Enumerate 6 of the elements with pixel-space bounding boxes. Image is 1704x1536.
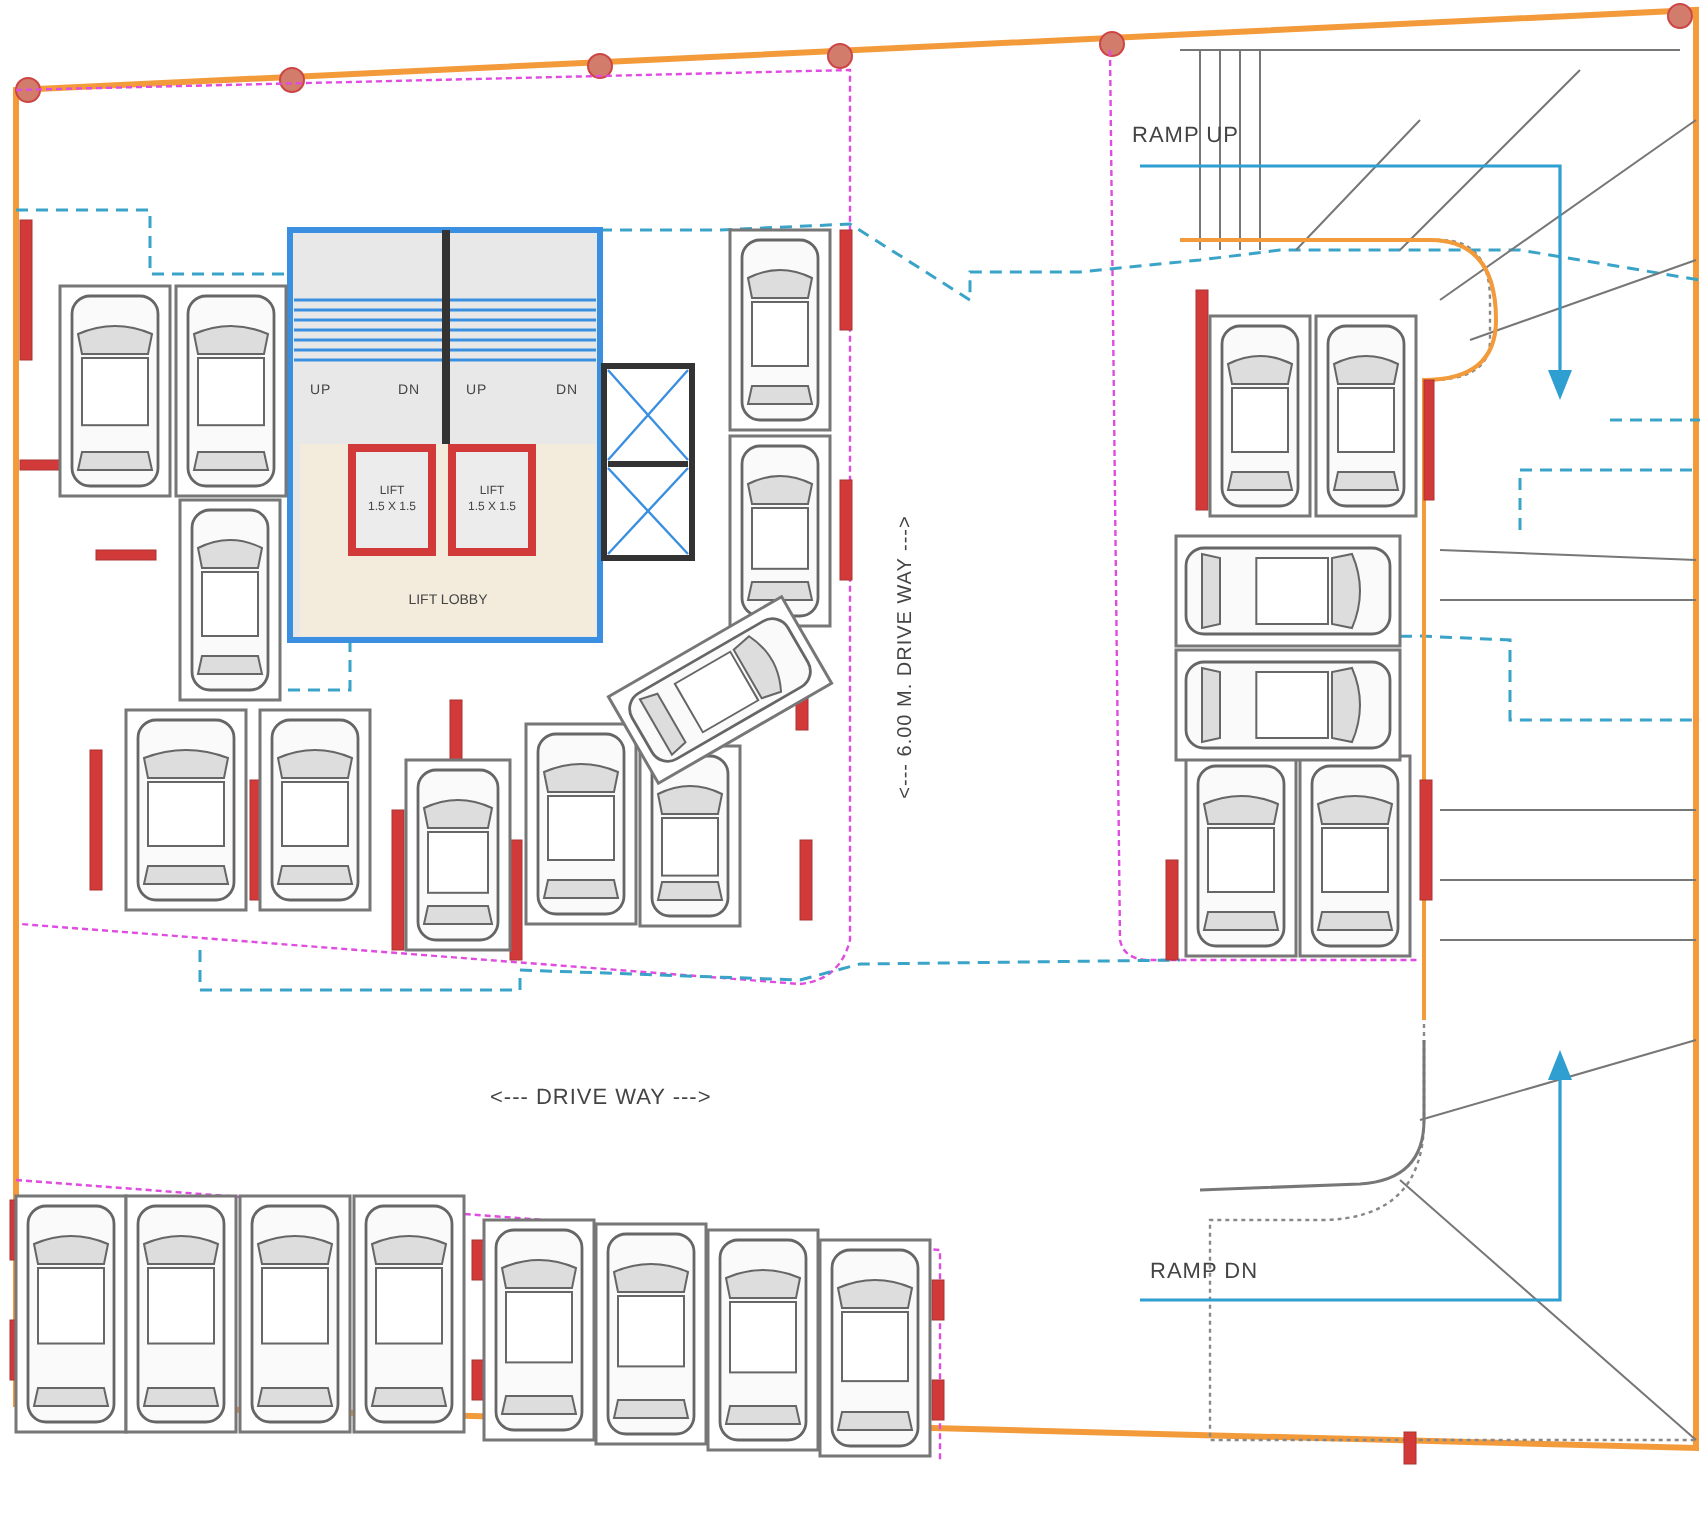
plan-label: <--- 6.00 M. DRIVE WAY ---> xyxy=(894,515,917,799)
plan-label: <--- DRIVE WAY ---> xyxy=(490,1086,712,1110)
lobby-room xyxy=(300,444,596,636)
lift-shaft xyxy=(348,444,436,556)
lift-shaft xyxy=(448,444,536,556)
plan-label: RAMP DN xyxy=(1150,1260,1259,1284)
